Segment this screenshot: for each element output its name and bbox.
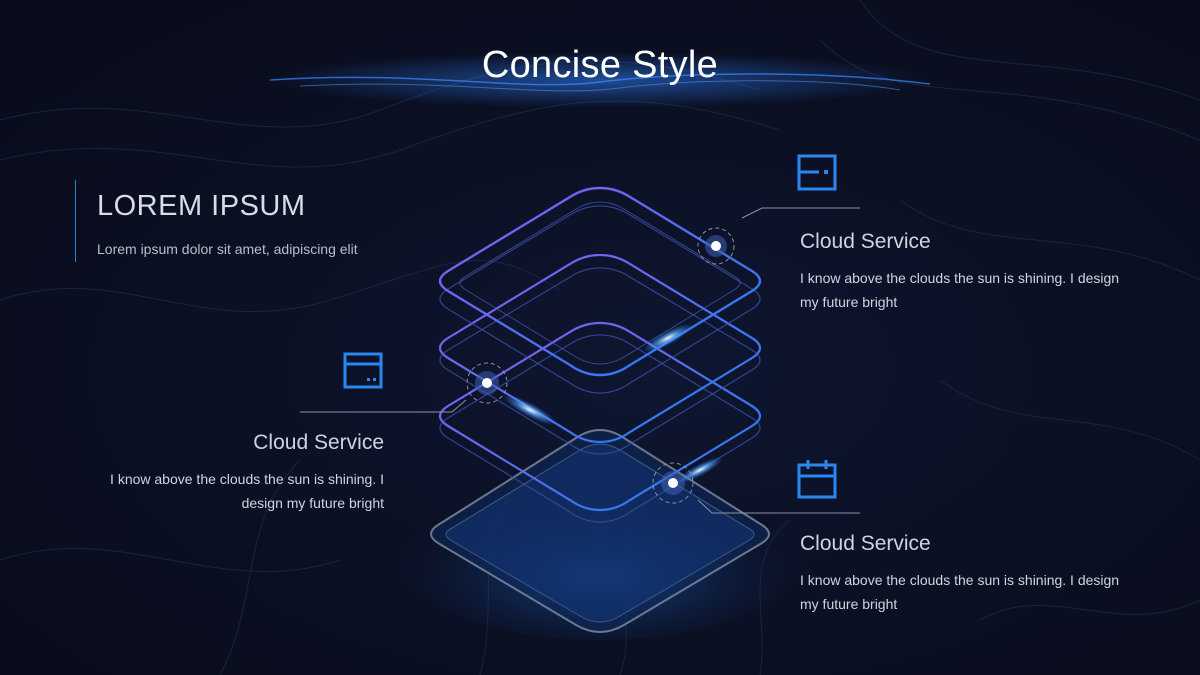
- marker-top: [697, 227, 735, 265]
- intro-block: LOREM IPSUM Lorem ipsum dolor sit amet, …: [75, 180, 406, 262]
- marker-bottom: [652, 462, 694, 504]
- intro-heading: LOREM IPSUM: [97, 190, 306, 222]
- intro-subtitle: Lorem ipsum dolor sit amet, adipiscing e…: [97, 241, 358, 257]
- service-block-bottom: Cloud Service I know above the clouds th…: [800, 532, 1120, 616]
- browser-window-icon: [343, 352, 383, 389]
- calendar-icon: [797, 460, 837, 499]
- service-title: Cloud Service: [253, 431, 384, 454]
- service-description: I know above the clouds the sun is shini…: [800, 270, 1120, 310]
- service-block-middle: Cloud Service I know above the clouds th…: [80, 431, 384, 515]
- slide-title: Concise Style: [481, 44, 719, 86]
- service-description: I know above the clouds the sun is shini…: [800, 572, 1120, 612]
- window-icon: [797, 154, 837, 191]
- marker-middle: [466, 362, 508, 404]
- service-title: Cloud Service: [800, 230, 931, 253]
- service-title: Cloud Service: [800, 532, 931, 555]
- service-block-top: Cloud Service I know above the clouds th…: [800, 230, 1120, 314]
- service-description: I know above the clouds the sun is shini…: [110, 471, 384, 511]
